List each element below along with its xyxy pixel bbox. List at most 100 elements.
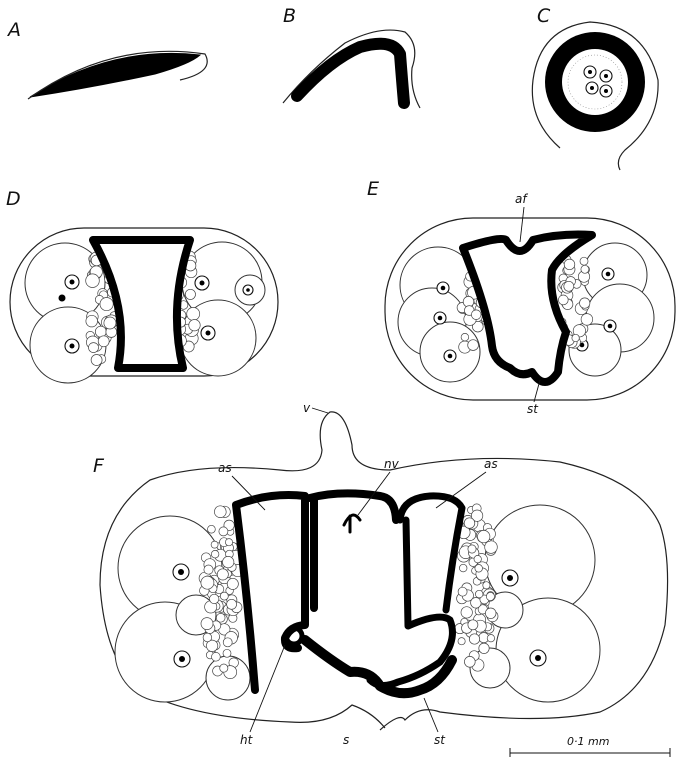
yolk-granule bbox=[104, 317, 116, 329]
leader-af bbox=[520, 207, 524, 242]
yolk-granule bbox=[464, 656, 475, 667]
yolk-granule bbox=[98, 336, 109, 347]
yolk-granule bbox=[581, 265, 589, 273]
panel-c: C bbox=[532, 5, 658, 170]
yolk-granule bbox=[461, 607, 472, 618]
label-af: af bbox=[515, 192, 528, 206]
yolk-granule bbox=[558, 295, 568, 305]
yolk-granule bbox=[212, 652, 221, 661]
yolk-granule bbox=[564, 259, 575, 270]
panel-e: E af st bbox=[367, 178, 675, 416]
yolk-granule bbox=[189, 320, 200, 331]
yolk-granule bbox=[487, 635, 494, 642]
yolk-granule bbox=[483, 582, 490, 589]
yolk-granule bbox=[223, 556, 234, 567]
yolk-granule bbox=[564, 281, 574, 291]
yolk-granule bbox=[581, 314, 593, 326]
label-v: v bbox=[303, 401, 311, 415]
yolk-granule bbox=[485, 608, 496, 619]
yolk-granule bbox=[471, 310, 481, 320]
label-st-f: st bbox=[434, 733, 446, 747]
embryo-d-nucleolus bbox=[200, 281, 205, 286]
panel-e-label: E bbox=[367, 178, 379, 200]
yolk-granule bbox=[204, 565, 213, 574]
embryo-a-thick-layer bbox=[30, 53, 200, 97]
yolk-granule bbox=[468, 340, 479, 351]
yolk-granule bbox=[468, 620, 478, 630]
yolk-granule bbox=[474, 555, 481, 562]
label-s: s bbox=[343, 733, 349, 747]
yolk-granule bbox=[208, 525, 216, 533]
panel-d-label: D bbox=[6, 188, 21, 210]
yolk-granule bbox=[203, 633, 212, 642]
yolk-granule bbox=[461, 333, 469, 341]
embryo-f-nucleolus bbox=[179, 656, 185, 662]
yolk-granule bbox=[479, 643, 489, 653]
yolk-granule bbox=[223, 649, 231, 657]
yolk-granule bbox=[580, 298, 590, 308]
yolk-granule bbox=[580, 257, 588, 265]
yolk-granule bbox=[459, 564, 467, 572]
yolk-granule bbox=[475, 590, 483, 598]
yolk-granule bbox=[225, 539, 232, 546]
panel-a-label: A bbox=[6, 19, 21, 41]
label-as-left: as bbox=[218, 461, 232, 475]
embryo-c-lumen bbox=[562, 49, 628, 115]
embryo-d-nucleolus bbox=[246, 288, 250, 292]
yolk-granule bbox=[86, 315, 98, 327]
embryo-c-nucleus bbox=[604, 89, 608, 93]
yolk-granule bbox=[485, 541, 498, 554]
embryo-c-nucleus bbox=[588, 70, 592, 74]
embryo-d-nucleolus bbox=[59, 295, 66, 302]
yolk-granule bbox=[211, 550, 219, 558]
yolk-granule bbox=[219, 527, 228, 536]
embryo-f-nucleolus bbox=[178, 569, 184, 575]
yolk-granule bbox=[458, 638, 465, 645]
label-as-right: as bbox=[484, 457, 498, 471]
label-ht: ht bbox=[240, 733, 254, 747]
embryo-f-heart bbox=[286, 628, 302, 644]
label-nv: nv bbox=[384, 457, 400, 471]
embryo-e-nucleolus bbox=[608, 324, 613, 329]
embryo-c-nucleus bbox=[604, 74, 608, 78]
panel-b-label: B bbox=[283, 5, 296, 27]
yolk-granule bbox=[100, 298, 113, 311]
embryo-c-nucleus bbox=[590, 86, 594, 90]
yolk-granule bbox=[223, 638, 232, 647]
yolk-granule bbox=[201, 576, 214, 589]
embryo-e-nucleolus bbox=[448, 354, 453, 359]
yolk-granule bbox=[468, 545, 476, 553]
panel-b: B bbox=[283, 5, 420, 108]
embryo-d-nucleolus bbox=[70, 280, 75, 285]
scale-bar-label: 0·1 mm bbox=[567, 735, 609, 748]
panel-d: D bbox=[6, 188, 278, 383]
panel-a: A bbox=[6, 19, 207, 99]
leader-st-f bbox=[424, 698, 438, 732]
panel-f: F v bbox=[93, 401, 668, 747]
yolk-granule bbox=[220, 664, 228, 672]
yolk-granule bbox=[185, 289, 195, 299]
panel-c-label: C bbox=[537, 5, 551, 27]
yolk-granule bbox=[572, 334, 579, 341]
leader-v bbox=[312, 408, 328, 413]
embryo-f-nucleolus bbox=[535, 655, 541, 661]
embryo-e-nucleolus bbox=[438, 316, 443, 321]
yolk-granule bbox=[210, 594, 219, 603]
yolk-granule bbox=[220, 592, 228, 600]
yolk-granule bbox=[89, 343, 99, 353]
yolk-granule bbox=[201, 618, 213, 630]
yolk-granule bbox=[86, 274, 100, 288]
embryo-d-nucleolus bbox=[206, 331, 211, 336]
yolk-granule bbox=[458, 587, 467, 596]
embryo-b-thick-layer bbox=[297, 44, 404, 103]
yolk-granule bbox=[464, 518, 475, 529]
yolk-granule bbox=[187, 307, 200, 320]
yolk-granule bbox=[486, 592, 494, 600]
yolk-granule bbox=[469, 634, 479, 644]
embryo-e-nucleolus bbox=[606, 272, 611, 277]
yolk-granule bbox=[211, 541, 218, 548]
yolk-granule bbox=[227, 599, 237, 609]
scale-bar: 0·1 mm bbox=[510, 735, 670, 757]
yolk-granule bbox=[91, 355, 102, 366]
